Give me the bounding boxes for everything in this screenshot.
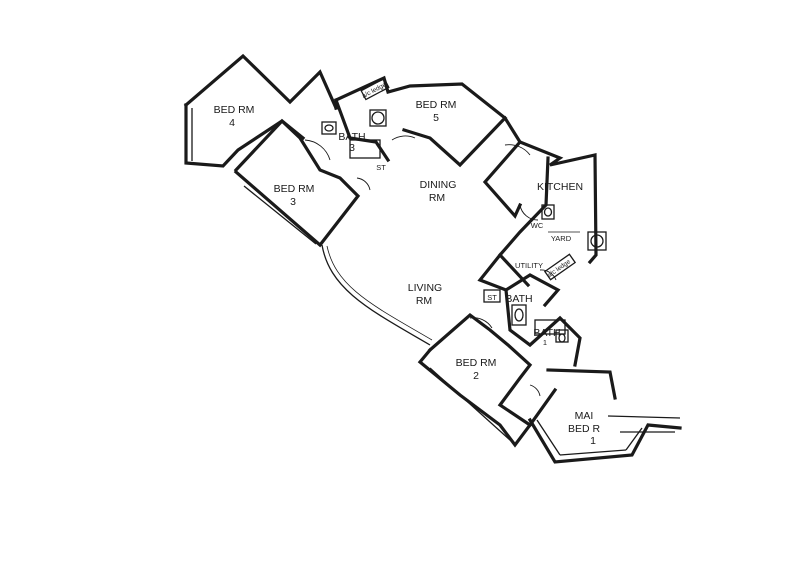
kitchen-fixtures — [541, 204, 607, 251]
room-label-wc: WC — [531, 221, 544, 230]
svg-text:MAI: MAI — [575, 410, 594, 422]
doors — [304, 135, 557, 397]
svg-text:3: 3 — [290, 196, 296, 208]
exterior-walls — [183, 53, 682, 464]
svg-text:LIVING: LIVING — [408, 282, 442, 294]
svg-text:5: 5 — [433, 112, 439, 124]
room-label-st-upper: ST — [376, 163, 386, 172]
room-label-bath2: BATH — [505, 293, 532, 305]
room-label-dining: DINING RM — [420, 179, 457, 204]
svg-text:BATH: BATH — [338, 131, 365, 143]
svg-text:1: 1 — [590, 435, 596, 447]
svg-text:BED RM: BED RM — [274, 183, 315, 195]
bath3-fixtures — [321, 109, 387, 159]
room-label-kitchen: KITCHEN — [537, 181, 583, 193]
room-label-utility: UTILITY — [515, 261, 543, 270]
living-curved-facade — [321, 244, 431, 346]
svg-text:BED RM: BED RM — [416, 99, 457, 111]
room-label-st-lower: ST — [487, 293, 497, 302]
svg-text:3: 3 — [349, 142, 355, 154]
room-label-master: MAI BED R 1 — [568, 410, 601, 447]
svg-text:BED RM: BED RM — [456, 357, 497, 369]
svg-text:BATH: BATH — [533, 327, 560, 339]
svg-text:BED RM: BED RM — [214, 104, 255, 116]
svg-text:1: 1 — [543, 338, 547, 347]
room-label-bed2: BED RM 2 — [456, 357, 497, 382]
svg-text:RM: RM — [429, 192, 445, 204]
room-label-bed4: BED RM 4 — [214, 104, 255, 129]
svg-text:RM: RM — [416, 295, 432, 307]
ledge-boxes — [360, 77, 577, 281]
room-label-bed5: BED RM 5 — [416, 99, 457, 124]
svg-text:4: 4 — [229, 117, 235, 129]
living-curved-facade-inner — [326, 245, 433, 341]
room-label-bath3: BATH 3 — [338, 131, 365, 154]
svg-text:DINING: DINING — [420, 179, 457, 191]
room-label-bed3: BED RM 3 — [274, 183, 315, 208]
bath2-bath1-fixtures — [483, 289, 569, 343]
room-label-bath1: BATH 1 — [533, 327, 560, 347]
svg-text:BED R: BED R — [568, 423, 601, 435]
svg-text:2: 2 — [473, 370, 479, 382]
room-label-living: LIVING RM — [408, 282, 442, 307]
room-label-yard: YARD — [551, 234, 572, 243]
